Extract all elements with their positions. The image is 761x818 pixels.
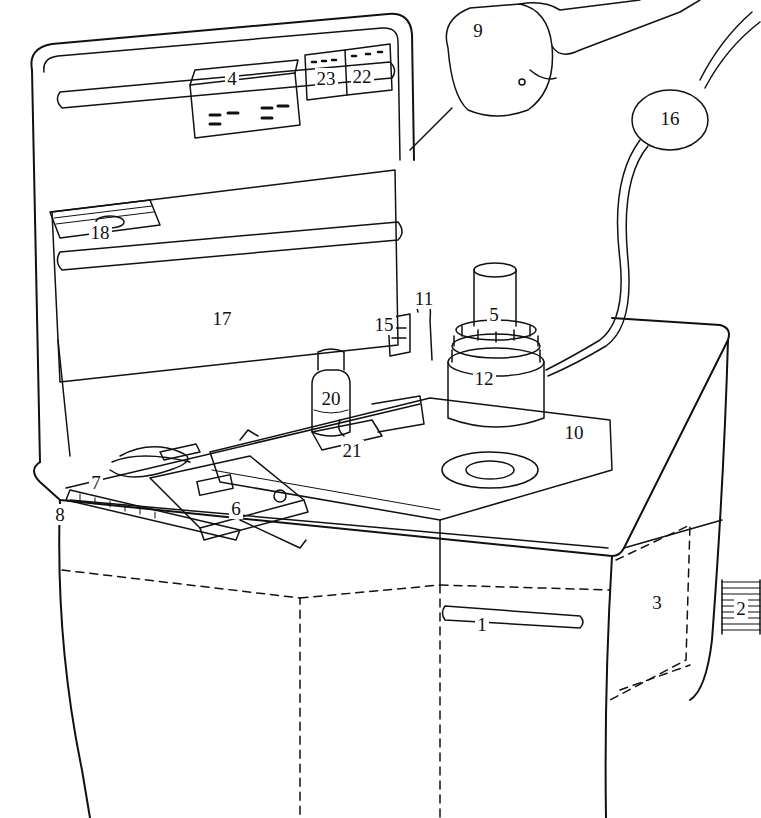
callout-number: 12 (473, 368, 496, 389)
callout-number: 11 (413, 288, 435, 309)
callout-number: 8 (53, 504, 67, 525)
callout-number: 2 (734, 598, 748, 619)
callout-number: 16 (659, 108, 682, 129)
callout-number: 5 (487, 304, 501, 325)
callout-number: 18 (89, 222, 112, 243)
callout-number: 3 (650, 592, 664, 613)
callout-number: 10 (563, 422, 586, 443)
callout-number: 4 (225, 68, 239, 89)
callout-number: 21 (341, 440, 364, 461)
callout-number: 15 (373, 314, 396, 335)
callout-number: 1 (475, 614, 489, 635)
callout-number: 6 (229, 498, 243, 519)
callout-number: 22 (351, 66, 374, 87)
callout-number: 23 (315, 68, 338, 89)
callout-number: 9 (471, 20, 485, 41)
callout-number: 17 (211, 308, 234, 329)
callout-number: 20 (320, 388, 343, 409)
callout-number: 7 (89, 472, 103, 493)
